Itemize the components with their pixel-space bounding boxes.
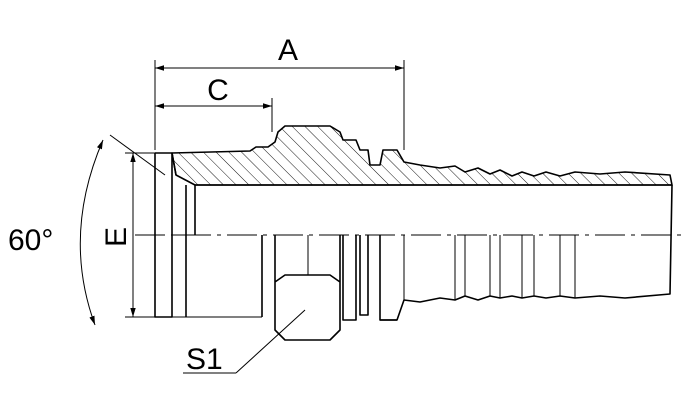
angle-label: 60°: [8, 224, 53, 257]
angle-ext-line: [109, 134, 166, 176]
thread-top-edge: [155, 152, 177, 176]
s1-label: S1: [186, 343, 223, 376]
barb-ridges: [403, 235, 576, 300]
barb-tail: [379, 184, 673, 321]
dim-c-label: C: [207, 74, 229, 107]
section-hatch: [171, 125, 673, 186]
dim-a-label: A: [278, 34, 298, 67]
neck: [342, 235, 369, 321]
dim-e-label: E: [100, 227, 133, 247]
angle-arc: [79, 139, 104, 326]
hex-body: [261, 235, 341, 341]
s1-leader: [235, 309, 306, 374]
